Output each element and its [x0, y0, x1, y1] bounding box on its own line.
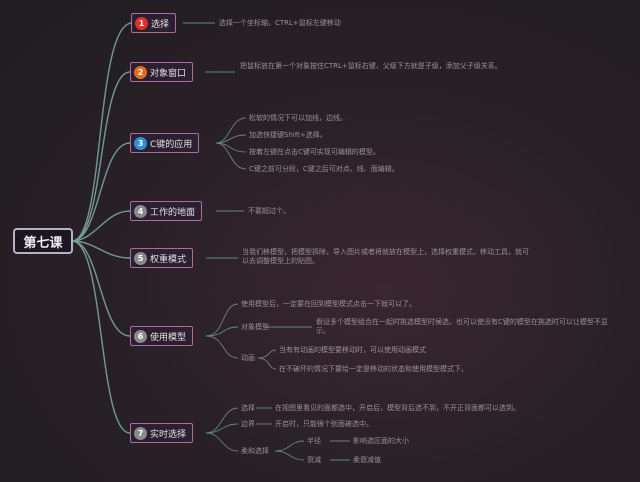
root-topic[interactable]: 第七课	[13, 228, 73, 254]
topic-live-selection[interactable]: 7 实时选择	[130, 423, 194, 443]
topic-weight-mode[interactable]: 5 权重模式	[130, 248, 194, 268]
topic-work-plane[interactable]: 4 工作的地面	[130, 201, 203, 221]
topic-use-model[interactable]: 6 使用模型	[130, 326, 194, 346]
number-6-icon: 6	[134, 329, 147, 343]
topic-label: C键的应用	[150, 139, 193, 150]
note-text: 在视图里看见的面都选中，开启后，模型背后选不到，不开正背面都可以选到。	[275, 404, 520, 412]
topic-label: 使用模型	[150, 332, 187, 343]
root-label: 第七课	[23, 235, 63, 251]
number-7-icon: 7	[134, 426, 147, 440]
note-text: 在不破坏的情况下要给一定是移动的状态和使用模型模式下。	[279, 365, 468, 373]
note-text: 柔衰减值	[353, 456, 381, 464]
number-4-icon: 4	[134, 204, 147, 218]
subtopic-label: 选择	[241, 404, 255, 412]
subtopic-label: 柔和选择	[241, 447, 269, 455]
topic-label: 权重模式	[150, 254, 187, 265]
note-text: 把鼠标放在第一个对象按住CTRL+鼠标右键，父级下方就是子级，添加父子级关系。	[240, 62, 502, 70]
note-text: C键之前可分段，C键之后可对点、线、面编辑。	[249, 165, 399, 173]
note-text: 使用模型后，一定要在回到模型模式点击一下就可以了。	[241, 300, 416, 308]
topic-label: 选择	[151, 19, 170, 30]
note-text: 不要超过个。	[248, 207, 290, 215]
topic-c-key[interactable]: 3 C键的应用	[130, 133, 200, 153]
note-text: 当有有动画的模型要移动时，可以使用动画模式	[279, 346, 426, 354]
topic-label: 工作的地面	[150, 207, 196, 218]
topic-object-window[interactable]: 2 对象窗口	[130, 62, 194, 82]
note-text: 按着左键在点击C键可实现可编辑的模型。	[249, 148, 380, 156]
note-text: 选择一个坐标轴，CTRL+鼠标左键移动	[219, 19, 341, 27]
topic-label: 实时选择	[150, 429, 187, 440]
topic-label: 对象窗口	[150, 68, 187, 79]
note-text: 松软的情况下可以加线，边线。	[249, 114, 347, 122]
number-3-icon: 3	[134, 136, 147, 150]
note-text: 开启时，只能很个别面被选中。	[275, 420, 373, 428]
number-1-icon: 1	[135, 16, 148, 30]
subtopic-label: 半径	[307, 437, 321, 445]
note-text: 假设多个模型组合在一起时挑选模型时候选，也可以使没有C键的模型在挑选时可以让模型…	[316, 318, 608, 335]
subtopic-label: 对象模型	[241, 323, 269, 331]
subtopic-label: 衰减	[307, 456, 321, 464]
subtopic-label: 边界	[241, 420, 255, 428]
note-text: 加选快捷键Shift+选择。	[249, 131, 327, 139]
note-text: 当我们移模型，把模型拆除，导入图片或者将就放在模型上，选择权重模式，移动工具，就…	[242, 248, 529, 265]
number-5-icon: 5	[134, 251, 147, 265]
number-2-icon: 2	[134, 65, 147, 79]
note-text: 影响选区面的大小	[353, 437, 409, 445]
topic-select[interactable]: 1 选择	[131, 13, 177, 33]
subtopic-label: 动画	[241, 354, 255, 362]
